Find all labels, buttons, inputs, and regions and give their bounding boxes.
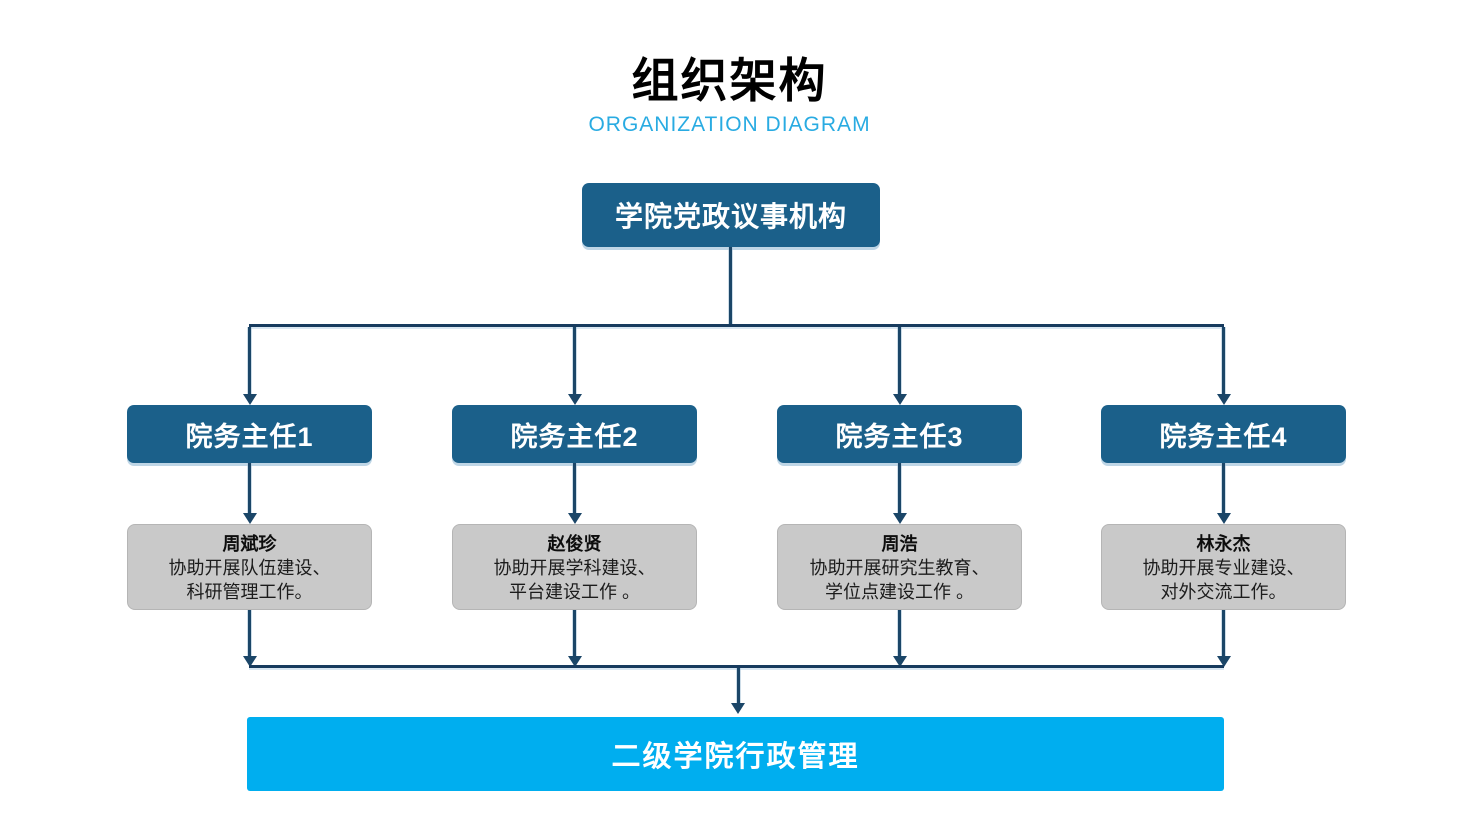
connector-root-stem [729,247,732,325]
branch-box-2: 院务主任2 [452,405,697,463]
assistant-duty-line-2: 科研管理工作。 [186,582,313,602]
assistant-box-4: 林永杰 协助开展专业建设、 对外交流工作。 [1101,524,1346,610]
arrow-down-icon [567,656,582,667]
branch-column-2: 院务主任2 赵俊贤 协助开展学科建设、 平台建设工作 。 [452,327,697,668]
assistant-duty-line-1: 协助开展队伍建设、 [168,558,331,578]
arrow-down-icon [892,513,907,524]
root-box: 学院党政议事机构 [582,183,880,247]
assistant-box-3: 周浩 协助开展研究生教育、 学位点建设工作 。 [777,524,1022,610]
arrow-down-icon [1216,656,1231,667]
arrow-down-icon [1216,394,1231,405]
branch-box-label: 院务主任1 [185,421,314,452]
connector-line [573,463,576,513]
branch-column-4: 院务主任4 林永杰 协助开展专业建设、 对外交流工作。 [1101,327,1346,668]
page-subtitle: ORGANIZATION DIAGRAM [588,113,871,136]
arrow-down-icon [1216,513,1231,524]
connector-bottom-hline [249,665,1224,668]
assistant-box-1: 周斌珍 协助开展队伍建设、 科研管理工作。 [127,524,372,610]
assistant-duty-line-2: 对外交流工作。 [1160,582,1287,602]
assistant-name: 周浩 [881,534,918,554]
branch-box-label: 院务主任2 [510,421,639,452]
assistant-name: 周斌珍 [222,534,277,554]
assistant-duty-line-2: 学位点建设工作 。 [824,582,974,602]
branch-column-1: 院务主任1 周斌珍 协助开展队伍建设、 科研管理工作。 [127,327,372,668]
connector-center-stem [737,668,740,703]
arrow-down-icon [567,394,582,405]
assistant-box-2: 赵俊贤 协助开展学科建设、 平台建设工作 。 [452,524,697,610]
connector-line [898,610,901,656]
branch-box-3: 院务主任3 [777,405,1022,463]
arrow-down-icon [242,394,257,405]
bottom-bar-label: 二级学院行政管理 [611,741,860,773]
connector-line [573,610,576,656]
connector-line [898,463,901,513]
connector-top-hline [249,324,1224,327]
branch-box-4: 院务主任4 [1101,405,1346,463]
arrow-down-icon [242,513,257,524]
assistant-duty-line-1: 协助开展专业建设、 [1142,558,1305,578]
branch-box-1: 院务主任1 [127,405,372,463]
branch-box-label: 院务主任3 [835,421,964,452]
arrow-down-icon [731,703,745,714]
connector-line [1222,463,1225,513]
assistant-duty-line-2: 平台建设工作 。 [508,582,640,602]
assistant-name: 赵俊贤 [547,534,602,554]
page-title: 组织架构 [631,54,828,107]
connector-line [248,463,251,513]
connector-line [1222,327,1225,394]
branch-column-3: 院务主任3 周浩 协助开展研究生教育、 学位点建设工作 。 [777,327,1022,668]
connector-line [248,327,251,394]
connector-line [898,327,901,394]
connector-line [1222,610,1225,656]
arrow-down-icon [892,656,907,667]
assistant-duty-line-1: 协助开展学科建设、 [493,558,656,578]
assistant-duty-line-1: 协助开展研究生教育、 [809,558,990,578]
assistant-name: 林永杰 [1196,534,1251,554]
connector-line [573,327,576,394]
root-box-label: 学院党政议事机构 [614,201,847,232]
arrow-down-icon [567,513,582,524]
bottom-bar: 二级学院行政管理 [247,717,1224,791]
arrow-down-icon [242,656,257,667]
arrow-down-icon [892,394,907,405]
branch-box-label: 院务主任4 [1159,421,1288,452]
connector-line [248,610,251,656]
